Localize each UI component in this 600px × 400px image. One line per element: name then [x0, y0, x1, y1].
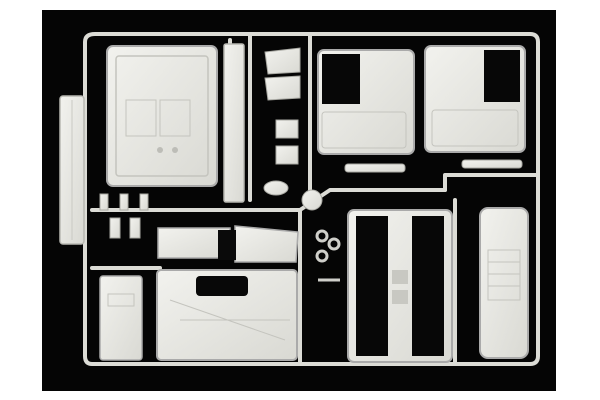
grille-part — [479, 207, 529, 359]
left-strip-part — [59, 95, 85, 245]
narrow-vertical-part — [223, 43, 245, 203]
floor-panel — [156, 269, 298, 361]
dash-part — [157, 225, 299, 263]
side-step-part — [99, 275, 143, 361]
door-left — [317, 49, 415, 155]
clip-cluster — [315, 229, 341, 282]
small-clips — [99, 159, 523, 239]
small-parts-column — [263, 47, 323, 211]
door-right — [424, 45, 526, 153]
cab-rear-panel — [106, 45, 218, 187]
windshield-frame — [347, 209, 453, 363]
